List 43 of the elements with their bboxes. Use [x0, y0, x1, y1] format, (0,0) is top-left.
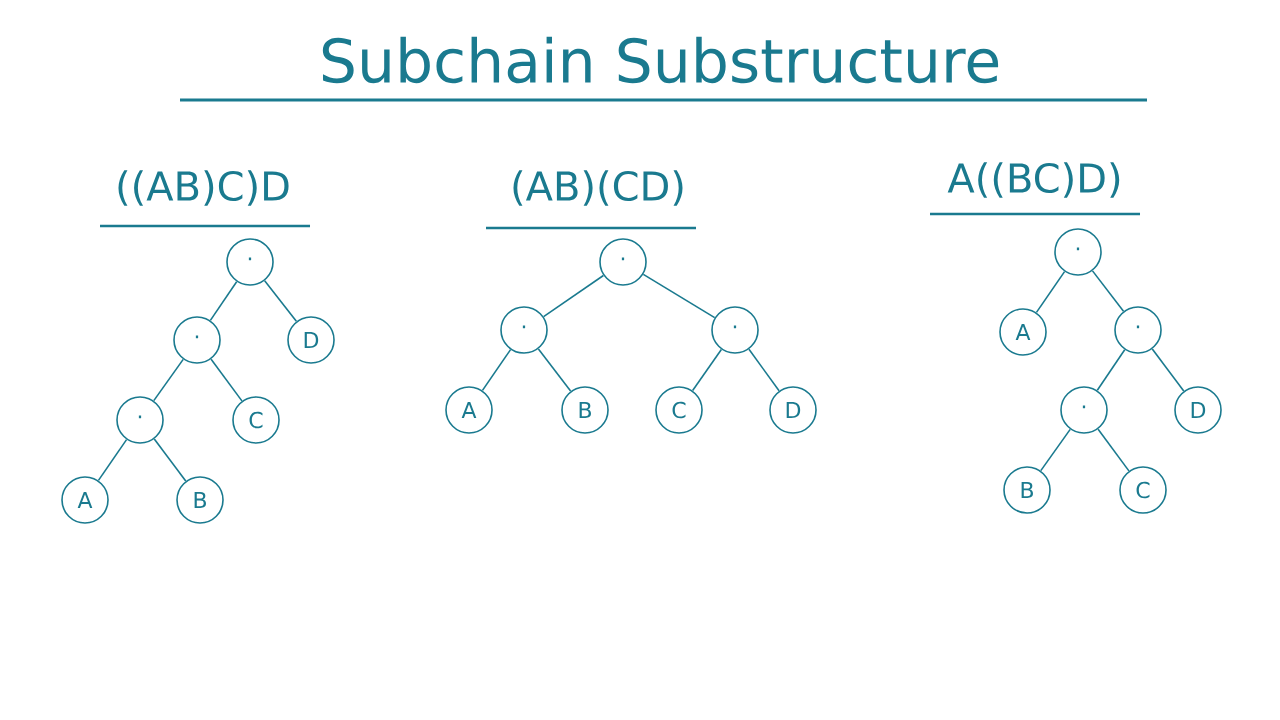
- tree-node: ·: [1054, 228, 1102, 276]
- tree-edge: [210, 358, 243, 402]
- tree-edge: [748, 348, 780, 392]
- tree-node: C: [1119, 466, 1167, 514]
- tree-edge: [537, 348, 572, 392]
- tree-node: ·: [500, 306, 548, 354]
- tree-node: ·: [116, 396, 164, 444]
- tree-edge: [642, 273, 716, 319]
- tree-node: ·: [173, 316, 221, 364]
- heading: (AB)(CD): [486, 170, 696, 230]
- tree-node: D: [769, 386, 817, 434]
- tree-edge: [97, 438, 128, 482]
- tree-node: ·: [599, 238, 647, 286]
- tree-edge: [153, 438, 187, 482]
- tree-edge: [1097, 428, 1130, 472]
- heading: A((BC)D): [930, 162, 1140, 216]
- tree-node: ·: [1060, 386, 1108, 434]
- tree-edge: [209, 280, 238, 322]
- tree-node: A: [445, 386, 493, 434]
- tree-edge: [1040, 428, 1071, 472]
- tree-node: B: [1003, 466, 1051, 514]
- tree-node: ·: [1114, 306, 1162, 354]
- heading: ((AB)C)D: [100, 170, 310, 228]
- tree-node: A: [999, 308, 1047, 356]
- tree-node: B: [561, 386, 609, 434]
- tree-edge: [691, 348, 723, 392]
- tree-edge: [481, 348, 512, 392]
- tree-edge: [1151, 348, 1185, 392]
- tree-edge: [542, 274, 605, 318]
- tree-edge: [1035, 270, 1066, 314]
- tree-node: D: [1174, 386, 1222, 434]
- tree-edge: [1091, 270, 1125, 312]
- tree-edge: [153, 358, 184, 402]
- tree-node: ·: [711, 306, 759, 354]
- tree-node: A: [61, 476, 109, 524]
- title: Subchain Substructure: [180, 36, 1147, 102]
- tree-edge: [1096, 348, 1126, 392]
- tree-node: C: [232, 396, 280, 444]
- tree-edge: [263, 279, 298, 323]
- tree-node: B: [176, 476, 224, 524]
- tree-node: D: [287, 316, 335, 364]
- tree-node: ·: [226, 238, 274, 286]
- tree-node: C: [655, 386, 703, 434]
